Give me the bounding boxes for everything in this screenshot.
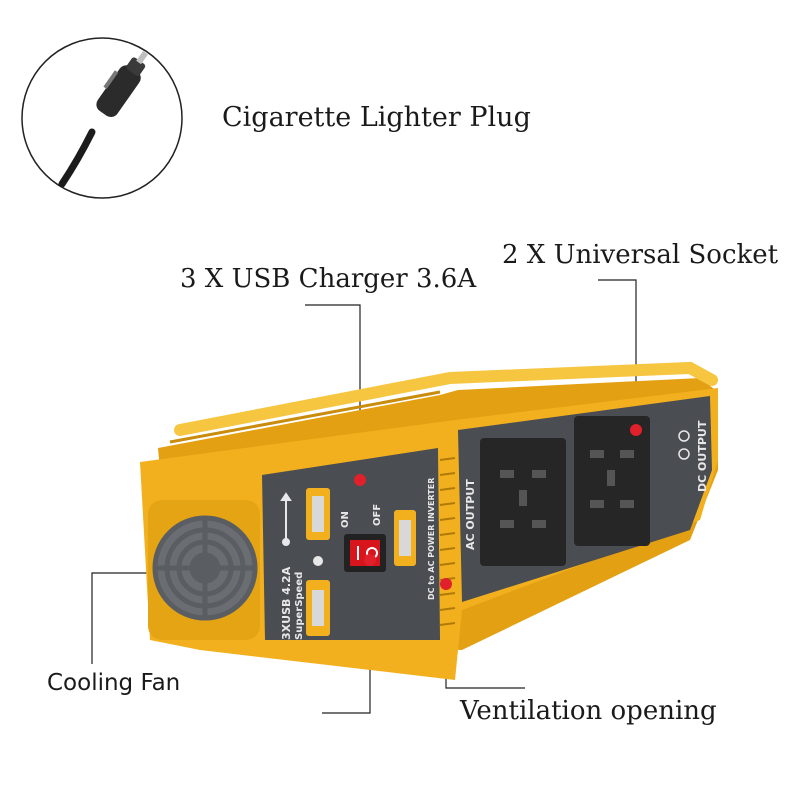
label-cooling-fan: Cooling Fan (47, 670, 181, 696)
usb-badge-subtext: SuperSpeed (294, 572, 305, 640)
cigarette-plug-icon (96, 50, 148, 118)
cooling-fan-icon (152, 515, 258, 621)
label-usb-charger: 3 X USB Charger 3.6A (180, 264, 477, 294)
label-ventilation-opening: Ventilation opening (460, 696, 717, 726)
usb-badge-text: 3XUSB 4.2A (280, 566, 293, 640)
ac-output-label: AC OUTPUT (464, 479, 477, 550)
switch-on-label: ON (340, 511, 351, 528)
power-switch-icon (344, 534, 386, 572)
label-cigarette-lighter-plug: Cigarette Lighter Plug (222, 102, 531, 133)
certification-icons (678, 430, 690, 460)
callout-markers (354, 424, 642, 590)
plug-inset (21, 37, 183, 199)
ac-sockets (480, 416, 650, 566)
switch-off-label: OFF (372, 504, 383, 526)
side-strip-text: DC to AC POWER INVERTER (427, 478, 436, 600)
usb-symbol-icon (280, 492, 292, 546)
dc-output-label: DC OUTPUT (696, 420, 709, 492)
label-universal-socket: 2 X Universal Socket (502, 240, 779, 270)
usb-ports (306, 488, 416, 636)
